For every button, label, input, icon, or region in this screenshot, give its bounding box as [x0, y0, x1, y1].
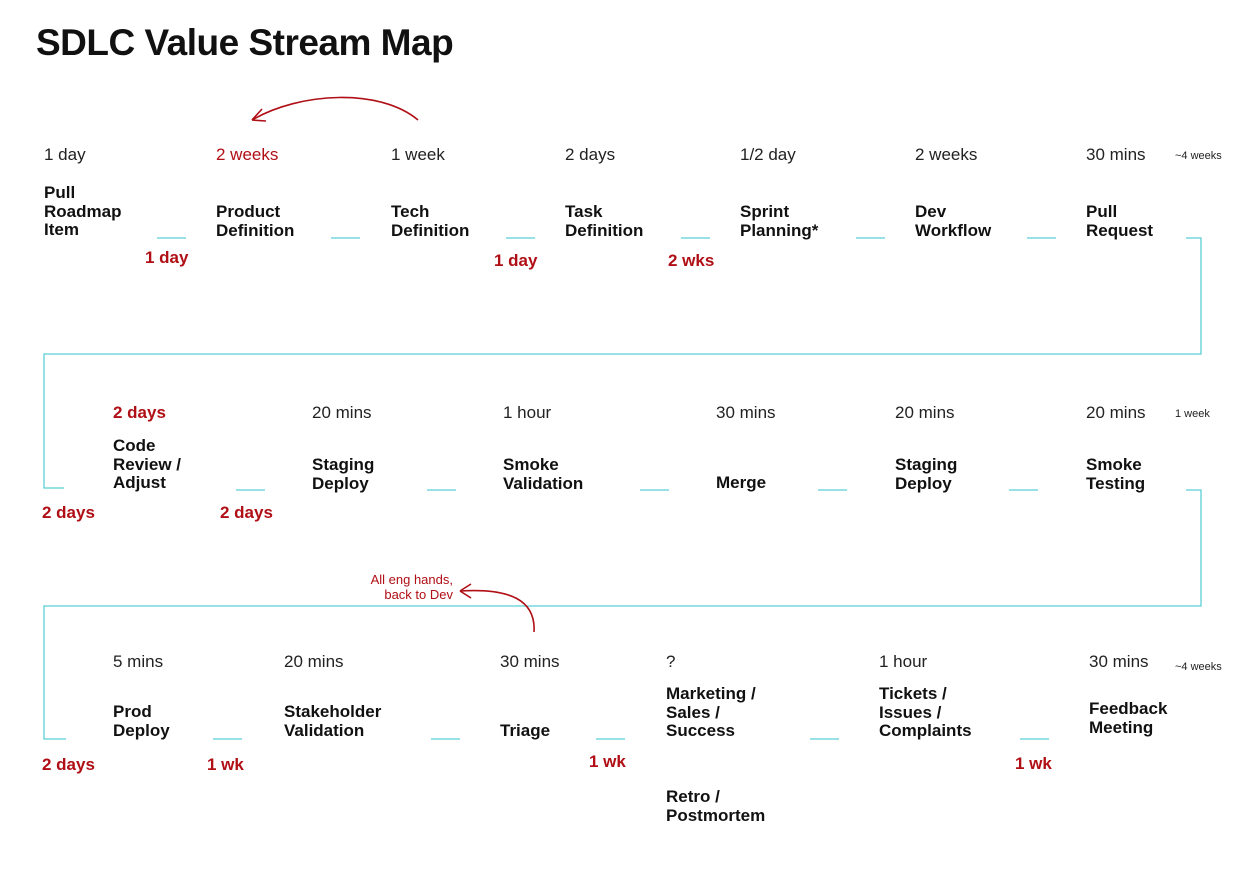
step-time: 2 weeks — [216, 145, 279, 164]
step-label: Stakeholder Validation — [284, 702, 382, 740]
step-label: Pull Roadmap Item — [44, 183, 122, 239]
step-label: Task Definition — [565, 202, 644, 240]
step-label: Merge — [716, 473, 767, 492]
wait-time: 2 days — [220, 503, 273, 522]
step-time: 2 weeks — [915, 145, 978, 164]
step-label: Feedback Meeting — [1089, 699, 1168, 737]
step-label: Triage — [500, 721, 551, 740]
step-label: Sprint Planning* — [740, 202, 819, 240]
step-time: 20 mins — [895, 403, 955, 422]
step-time: 5 mins — [113, 652, 164, 671]
step-time: 20 mins — [1086, 403, 1146, 422]
wait-time: 2 days — [42, 755, 95, 774]
step-label: Marketing / Sales / Success — [666, 684, 756, 740]
wait-time: 1 day — [494, 251, 538, 270]
row-total: ~4 weeks — [1175, 150, 1222, 162]
wait-time: 1 day — [145, 248, 189, 267]
wait-time: 1 wk — [589, 752, 626, 771]
rework-arrow-triage — [459, 589, 535, 633]
step-time: 1 hour — [879, 652, 928, 671]
row-total: ~4 weeks — [1175, 661, 1222, 673]
step-time: 30 mins — [500, 652, 560, 671]
step-label: Product Definition — [216, 202, 295, 240]
page-title: SDLC Value Stream Map — [36, 22, 454, 63]
step-label: Staging Deploy — [312, 455, 375, 493]
step-label: Prod Deploy — [113, 702, 170, 740]
step-time: 20 mins — [284, 652, 344, 671]
step-time: 1 hour — [503, 403, 552, 422]
row-total: 1 week — [1175, 408, 1210, 420]
step-time: 30 mins — [1086, 145, 1146, 164]
wait-time: 2 days — [42, 503, 95, 522]
step-label: Smoke Testing — [1086, 455, 1146, 493]
step-label: Smoke Validation — [503, 455, 584, 493]
step-label: Tech Definition — [391, 202, 470, 240]
row1-return-path — [43, 237, 1202, 489]
step-label: Code Review / Adjust — [113, 436, 182, 492]
rework-arrow-top — [251, 96, 419, 121]
step-time: 1 week — [391, 145, 445, 164]
step-time: 20 mins — [312, 403, 372, 422]
step-label: Dev Workflow — [915, 202, 992, 240]
step-time: 1/2 day — [740, 145, 796, 164]
step-time: 30 mins — [1089, 652, 1149, 671]
rework-note: All eng hands, back to Dev — [370, 572, 453, 602]
step-label: Tickets / Issues / Complaints — [879, 684, 972, 740]
wait-time: 2 wks — [668, 251, 715, 270]
step-time: 2 days — [565, 145, 616, 164]
wait-time: 1 wk — [207, 755, 244, 774]
step-time: ? — [666, 652, 676, 671]
step-time: 30 mins — [716, 403, 776, 422]
step-time: 2 days — [113, 403, 166, 422]
row2-return-path — [43, 489, 1202, 740]
step-time: 1 day — [44, 145, 86, 164]
step-label: Retro / Postmortem — [666, 787, 766, 825]
wait-time: 1 wk — [1015, 754, 1052, 773]
step-label: Pull Request — [1086, 202, 1154, 240]
step-label: Staging Deploy — [895, 455, 958, 493]
